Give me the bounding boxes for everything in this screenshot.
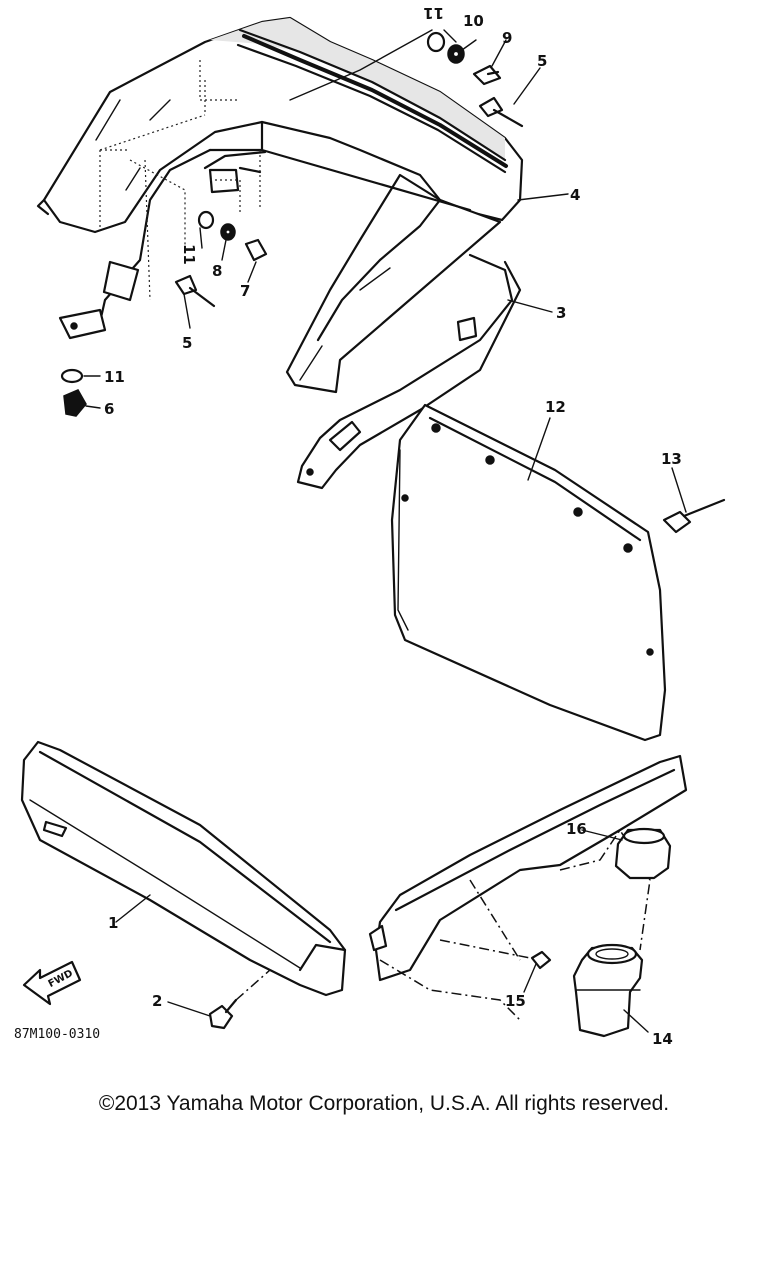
- rear-carrier-rack: [36, 16, 524, 394]
- callout-5-top: 5: [537, 52, 547, 70]
- callout-9: 9: [502, 29, 512, 47]
- fastener-stack-upper: [426, 31, 524, 128]
- forward-arrow-icon: FWD: [22, 960, 82, 1006]
- grommet-part-16: [614, 827, 672, 880]
- callout-15: 15: [505, 992, 526, 1010]
- callout-13: 13: [661, 450, 682, 468]
- callout-14: 14: [652, 1030, 673, 1048]
- callout-6: 6: [104, 400, 114, 418]
- callout-8: 8: [212, 262, 222, 280]
- filler-cap-part-14: [572, 943, 644, 1038]
- callout-11-mid: 11: [180, 244, 198, 265]
- callout-5-left: 5: [182, 334, 192, 352]
- leader-lines: [83, 29, 687, 1033]
- callout-numbers: 11 10 9 5 4 3 11 8 7 5 11 6 12 13 16 1 2…: [104, 4, 682, 1048]
- callout-11-top: 11: [423, 4, 444, 22]
- callout-12: 12: [545, 398, 566, 416]
- copyright-notice: ©2013 Yamaha Motor Corporation, U.S.A. A…: [98, 1092, 670, 1115]
- callout-16: 16: [566, 820, 587, 838]
- callout-11-left: 11: [104, 368, 125, 386]
- rear-panel: [390, 403, 667, 742]
- callout-3: 3: [556, 304, 566, 322]
- callout-1: 1: [108, 914, 118, 932]
- pin-part-15: [530, 950, 552, 970]
- parts-diagram: FWD 11 10 9 5 4 3 11 8 7 5 11 6: [14, 4, 726, 1048]
- screw-part-2: [208, 969, 271, 1030]
- clip-rivet: [662, 498, 726, 534]
- callout-7: 7: [240, 282, 250, 300]
- fastener-stack-left: [60, 210, 268, 417]
- callout-10: 10: [463, 12, 484, 30]
- callout-4: 4: [570, 186, 580, 204]
- grab-bar-frame: [296, 253, 522, 490]
- diagram-code: 87M100-0310: [14, 1027, 100, 1042]
- panel-mount-holes: [401, 423, 654, 656]
- front-bumper: [20, 740, 347, 997]
- fender-guard: [368, 754, 688, 1021]
- callout-2: 2: [152, 992, 162, 1010]
